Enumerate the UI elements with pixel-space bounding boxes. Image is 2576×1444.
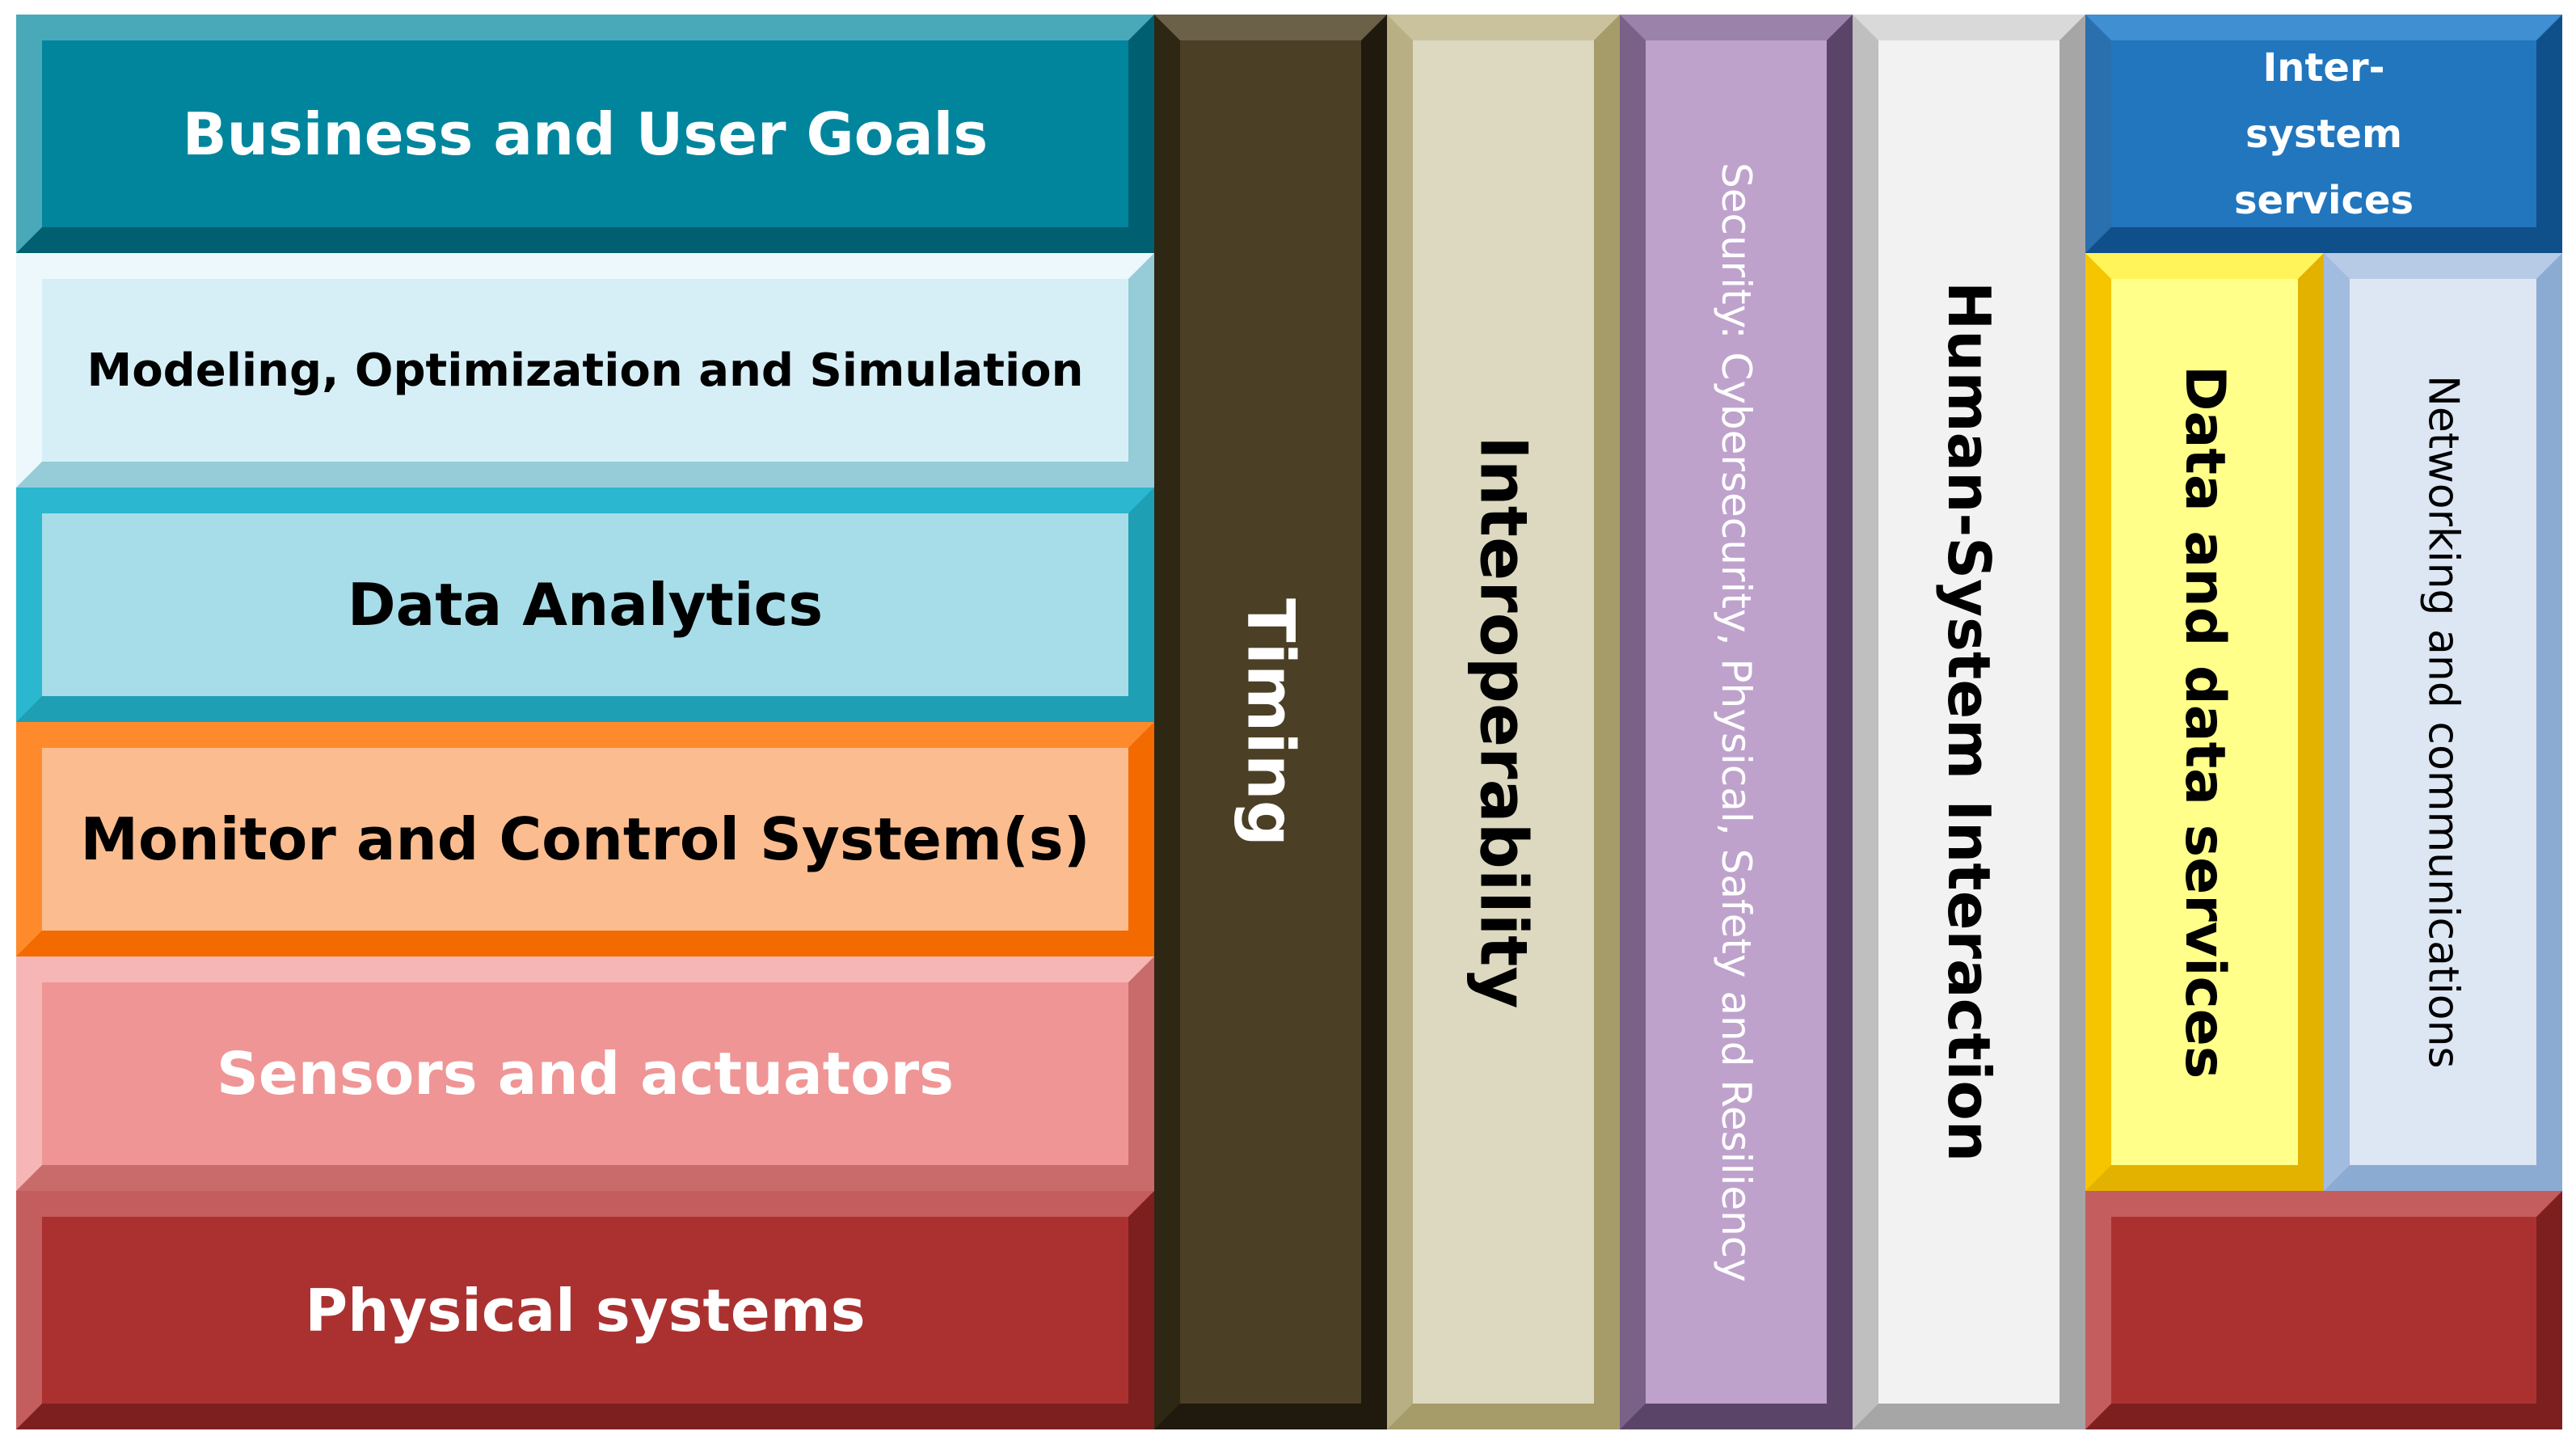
layer-monitor: Monitor and Control System(s) [16,722,1154,956]
column-human-system-label: Human-System Interaction [1935,281,2003,1163]
column-security-label: Security: Cybersecurity, Physical, Safet… [1713,162,1760,1282]
column-data-services: Data and data services [2085,253,2324,1191]
column-networking-label: Networking and communications [2418,375,2468,1069]
layer-sensors-label: Sensors and actuators [217,1040,954,1108]
layer-analytics: Data Analytics [16,488,1154,722]
column-human-system: Human-System Interaction [1853,15,2085,1429]
column-interoperability-label: Interoperability [1465,435,1541,1009]
inter-system-services-label: Inter-system services [2233,44,2414,223]
column-timing-label: Timing [1233,597,1309,847]
layer-monitor-label: Monitor and Control System(s) [80,805,1090,873]
layer-business: Business and User Goals [16,15,1154,253]
layer-business-label: Business and User Goals [182,99,989,168]
physical-systems-extension [2085,1191,2562,1429]
layer-modeling-label: Modeling, Optimization and Simulation [86,344,1084,397]
column-data-services-label: Data and data services [2173,365,2237,1079]
column-networking: Networking and communications [2324,253,2562,1191]
layer-physical-label: Physical systems [305,1276,866,1345]
inter-system-services-box: Inter-system services [2085,15,2562,253]
column-interoperability: Interoperability [1387,15,1620,1429]
layer-physical: Physical systems [16,1191,1154,1429]
column-security: Security: Cybersecurity, Physical, Safet… [1620,15,1853,1429]
layer-sensors: Sensors and actuators [16,956,1154,1191]
layer-modeling: Modeling, Optimization and Simulation [16,253,1154,488]
layer-analytics-label: Data Analytics [347,571,824,639]
column-timing: Timing [1154,15,1387,1429]
